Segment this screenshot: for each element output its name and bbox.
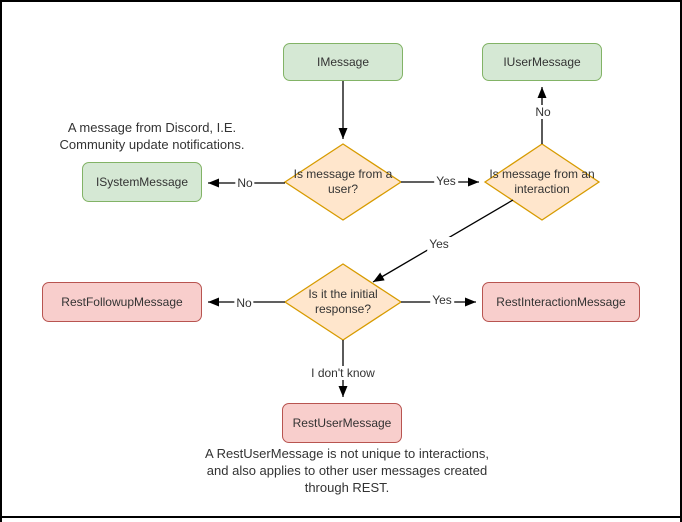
edge-label-initial-unknown: I don't know	[309, 366, 377, 380]
node-restusermessage: RestUserMessage	[282, 403, 402, 443]
decision-is-from-interaction-label: Is message from an interaction	[489, 167, 595, 196]
node-restfollowupmessage: RestFollowupMessage	[42, 282, 202, 322]
edge-label-user-yes: Yes	[434, 174, 458, 188]
node-iusermessage: IUserMessage	[482, 43, 602, 81]
edge-label-interaction-yes: Yes	[427, 237, 451, 251]
rest-user-message-note: A RestUserMessage is not unique to inter…	[205, 446, 489, 495]
edge-label-user-no: No	[235, 176, 255, 190]
canvas-bottom-border	[2, 516, 680, 518]
decision-is-initial-response-label: Is it the initial response?	[308, 287, 378, 316]
edge-label-interaction-no: No	[533, 105, 553, 119]
node-isystemmessage: ISystemMessage	[82, 162, 202, 202]
node-imessage: IMessage	[283, 43, 403, 81]
decision-is-from-user-label: Is message from a user?	[293, 167, 393, 196]
edge-label-initial-yes: Yes	[430, 293, 454, 307]
node-restinteractionmessage: RestInteractionMessage	[482, 282, 640, 322]
system-message-note: A message from Discord, I.E. Community u…	[59, 120, 245, 152]
edge-label-initial-no: No	[234, 296, 254, 310]
